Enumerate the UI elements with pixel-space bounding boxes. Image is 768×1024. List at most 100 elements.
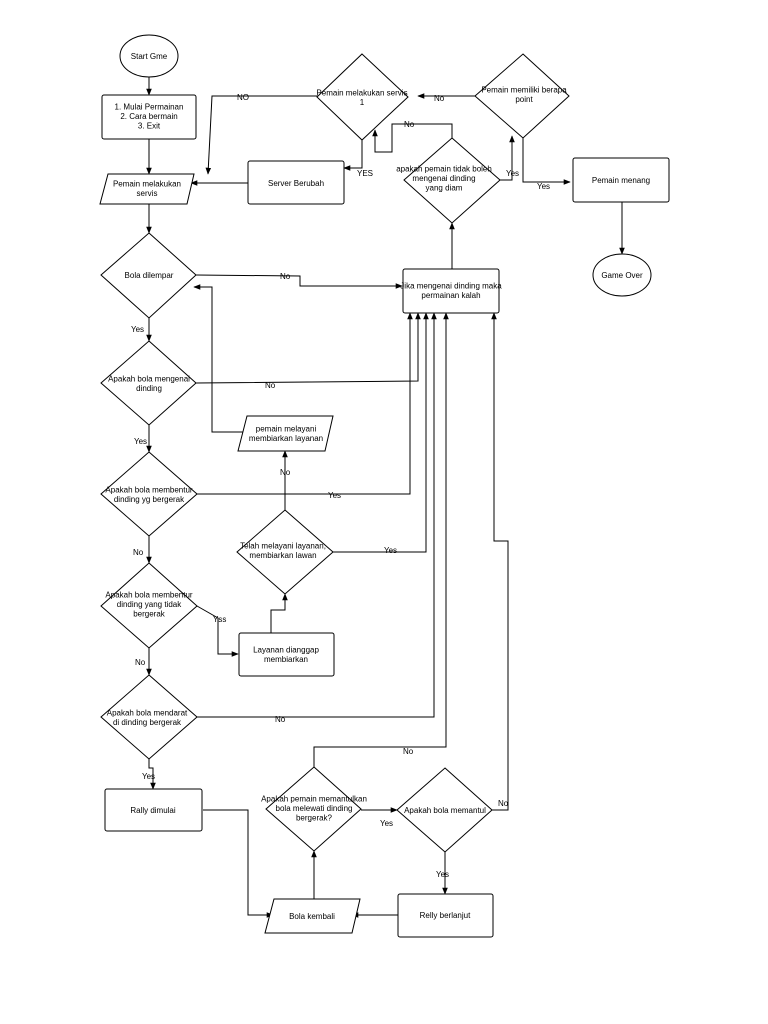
edge-label-tidak-no: No — [404, 120, 415, 129]
edge-servis-yes — [343, 140, 363, 171]
node-label-line: 1 — [360, 98, 365, 107]
node-label-line: dinding yang tidak — [117, 600, 182, 609]
node-d-dinding — [100, 340, 197, 426]
label-menang: Pemain menang — [592, 176, 650, 185]
node-label-line: membiarkan lawan — [249, 551, 316, 560]
nodes — [99, 34, 670, 938]
label-kembali: Bola kembali — [289, 912, 335, 921]
node-rally — [104, 788, 203, 832]
node-kembali — [264, 898, 361, 934]
node-d-dilempar — [100, 232, 197, 319]
edge-servis-no — [205, 95, 317, 175]
edge-label-bergerak-no: No — [133, 548, 144, 557]
edge-label-tidak-yes: Yes — [506, 169, 519, 178]
node-d-tidak-bergerak — [100, 562, 198, 649]
edge-layanan-telah — [270, 593, 288, 633]
node-label-line: Layanan dianggap — [253, 645, 319, 654]
node-label-line: Pemain menang — [592, 176, 650, 185]
node-menang — [572, 157, 670, 203]
edge-label-dinding-no: No — [265, 381, 276, 390]
node-label-line: pemain melayani — [256, 424, 317, 433]
node-label-line: dinding yg bergerak — [114, 495, 185, 504]
node-label-line: apakah pemain tidak boleh — [396, 165, 492, 174]
edge-label-memantul-no: No — [498, 799, 509, 808]
node-label-line: bergerak — [133, 610, 166, 619]
edge-memantulkan-no — [313, 312, 449, 767]
edge-dilempar-no — [195, 274, 403, 289]
node-d-memantul — [396, 767, 493, 853]
node-kalah — [402, 268, 500, 314]
node-label-line: servis — [137, 189, 158, 198]
node-label-line: Game Over — [601, 271, 643, 280]
node-label-line: Apakah bola mendarat — [107, 708, 188, 717]
edge-labels: NO YES No Yes No Yes No Yes No Yes Yes N… — [131, 93, 550, 879]
edge-label-dinding-yes: Yes — [134, 437, 147, 446]
edge-label-servis-no: NO — [237, 93, 249, 102]
node-label-line: membiarkan — [264, 655, 308, 664]
edge-label-memantul-yes: Yes — [436, 870, 449, 879]
edge-telah-yes — [333, 312, 429, 553]
node-melayani — [237, 415, 334, 452]
edge-label-mendarat-yes: Yes — [142, 772, 155, 781]
edge-label-bergerak-yes: Yes — [328, 491, 341, 500]
edge-label-tidakbergerak-no: No — [135, 658, 146, 667]
label-berlanjut: Relly berlanjut — [420, 911, 471, 920]
node-layanan — [238, 632, 335, 677]
edge-dinding-no — [195, 312, 421, 384]
node-label-line: Server Berubah — [268, 179, 324, 188]
node-label-line: Jika mengenai dinding maka — [400, 281, 502, 290]
node-label-line: Relly berlanjut — [420, 911, 471, 920]
node-label-line: Bola dilempar — [125, 271, 174, 280]
node-d-point — [474, 53, 570, 139]
node-d-tidak-boleh — [403, 137, 501, 224]
edge-tidakbergerak-yes — [196, 605, 239, 657]
node-label-line: Pemain melakukan servis — [316, 88, 407, 97]
node-label-line: Apakah bola mengenai — [108, 374, 190, 383]
node-label-line: Start Gme — [131, 52, 168, 61]
node-label-line: bola melewati dinding — [276, 804, 353, 813]
edge-label-dilempar-yes: Yes — [131, 325, 144, 334]
label-d-telah: Telah melayani layanan,membiarkan lawan — [240, 541, 326, 560]
node-game-over — [592, 253, 652, 297]
node-label-line: di dinding bergerak — [113, 718, 182, 727]
node-berlanjut — [397, 893, 494, 938]
edge-label-telah-no: No — [280, 468, 291, 477]
node-d-servis — [316, 53, 409, 141]
edge-label-point-yes: Yes — [537, 182, 550, 191]
label-start: Start Gme — [131, 52, 168, 61]
node-label-line: 3. Exit — [138, 122, 161, 131]
edge-point-yes — [522, 136, 571, 185]
edge-memantul-no — [491, 312, 509, 811]
node-label-line: Pemain melakukan — [113, 179, 181, 188]
node-label-line: Pemain memiliki berapa — [481, 85, 567, 94]
edge-label-servis-yes: YES — [357, 169, 373, 178]
node-label-line: point — [515, 95, 533, 104]
node-label-line: Rally dimulai — [130, 806, 176, 815]
edge-label-tidakbergerak-yes: Yss — [213, 615, 226, 624]
edge-label-dilempar-no: No — [280, 272, 291, 281]
edge-label-mendarat-no: No — [275, 715, 286, 724]
label-rally: Rally dimulai — [130, 806, 176, 815]
node-label-line: bergerak? — [296, 814, 333, 823]
node-start — [119, 34, 179, 78]
node-servis-input — [99, 173, 195, 205]
node-label-line: 2. Cara bermain — [120, 112, 177, 121]
label-server-berubah: Server Berubah — [268, 179, 324, 188]
node-label-line: mengenai dinding — [412, 174, 475, 183]
edge-label-point-no: No — [434, 94, 445, 103]
label-d-memantul: Apakah bola memantul — [404, 806, 486, 815]
edge-mendarat-yes — [148, 759, 156, 790]
node-label-line: yang diam — [426, 184, 463, 193]
edge-bergerak-yes — [197, 312, 413, 495]
node-label-line: dinding — [136, 384, 162, 393]
